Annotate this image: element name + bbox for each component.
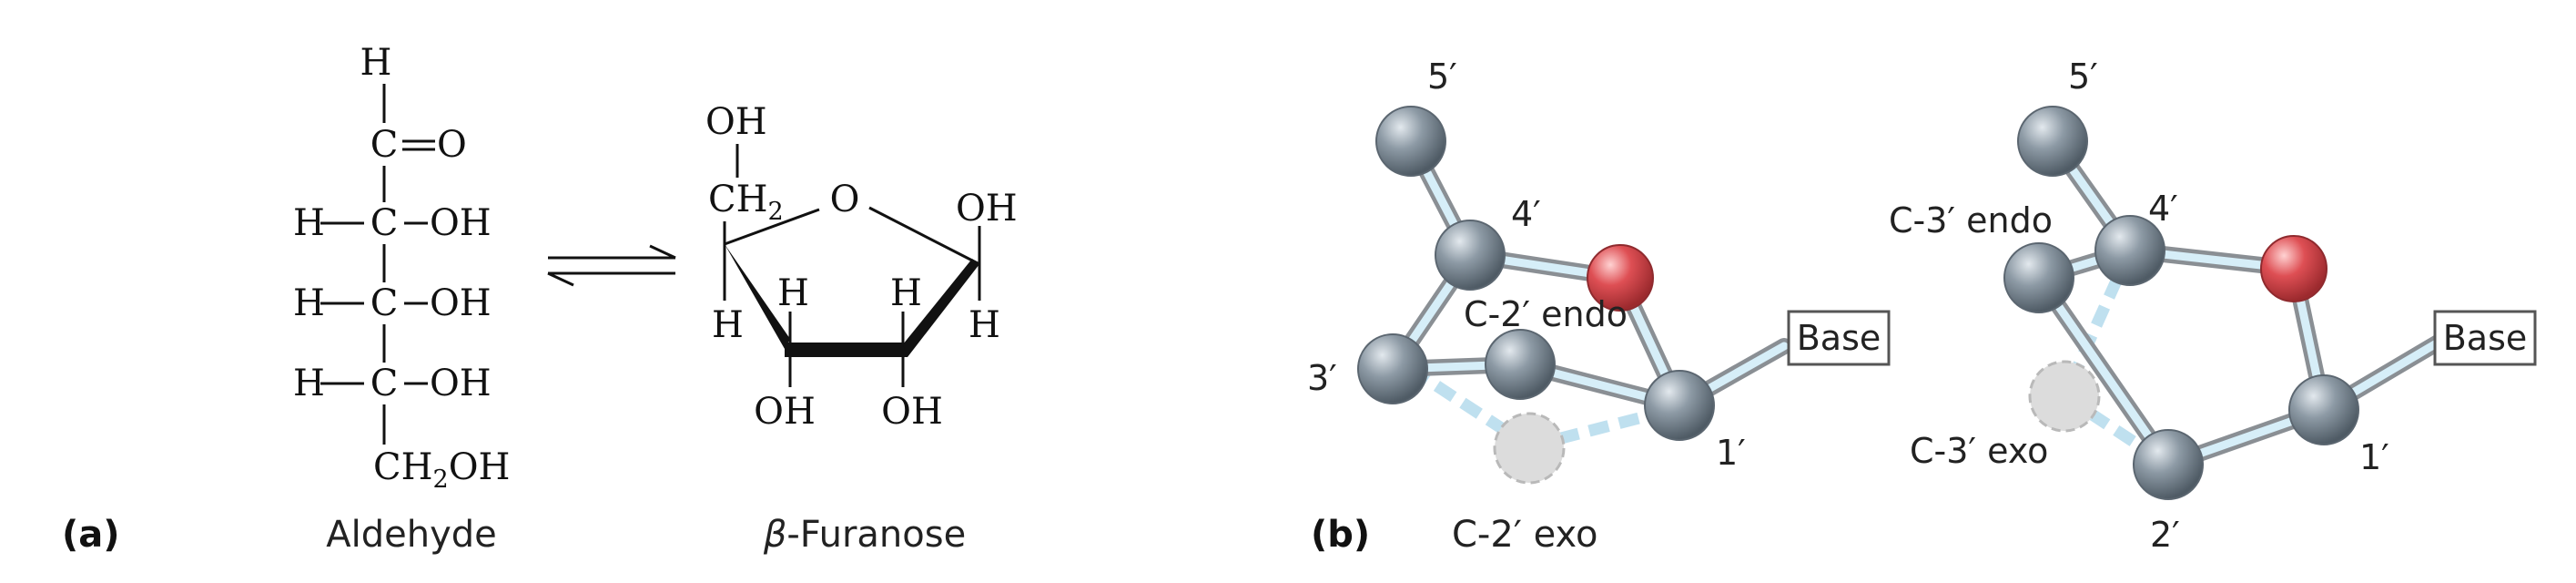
aldehyde-h3: H: [293, 282, 325, 324]
furanose-oh-c3: OH: [754, 391, 816, 433]
label-1prime-b: 1′: [2359, 437, 2389, 477]
aldehyde-structure: H C O H C OH H C OH H C OH CH2OH: [293, 42, 510, 494]
atom-c3-endo: [2003, 242, 2074, 313]
label-3prime: 3′: [1307, 358, 1337, 398]
aldehyde-c4: C: [370, 363, 399, 404]
furanose-h-c3: H: [777, 272, 809, 314]
aldehyde-h4: H: [293, 363, 325, 404]
aldehyde-oh2: OH: [430, 202, 492, 244]
aldehyde-oh3: OH: [430, 282, 492, 324]
furanose-ch2: CH2: [708, 179, 784, 226]
furanose-anomeric-oh: OH: [956, 188, 1018, 230]
atom-o4-b: [2260, 235, 2328, 302]
base-box: [1787, 310, 1891, 366]
label-4prime: 4′: [1511, 194, 1541, 234]
aldehyde-h2: H: [293, 202, 325, 244]
label-5prime-b: 5′: [2068, 56, 2098, 97]
atom-c1: [1644, 370, 1715, 441]
base-box-2: [2433, 310, 2537, 366]
c2-endo-model: Base 5′ 4′ 3′ 1′ C-2′ endo: [1307, 56, 1891, 485]
panel-a-label: (a): [62, 514, 120, 556]
atom-c2-endo: [1485, 329, 1556, 400]
base-label: Base: [1797, 318, 1881, 358]
furanose-caption: β-Furanose: [763, 514, 966, 556]
furanose-top-oh: OH: [705, 101, 767, 143]
bond-c4-o: [724, 208, 820, 246]
wedge-c2-c1: [903, 259, 979, 357]
furanose-structure: OH CH2 O H H OH H OH OH H: [705, 101, 1018, 433]
aldehyde-oh4: OH: [430, 363, 492, 404]
label-c2-endo: C-2′ endo: [1464, 294, 1628, 334]
equilibrium-arrow: [547, 244, 676, 287]
panel-b-label: (b): [1311, 514, 1370, 556]
label-5prime: 5′: [1427, 56, 1457, 97]
aldehyde-c1: C: [370, 124, 399, 166]
aldehyde-c3: C: [370, 282, 399, 324]
c3-endo-model: Base 5′ 4′ C-3′ endo C-3′ exo 2′ 1′: [1889, 56, 2537, 555]
c2-exo-caption: C-2′ exo: [1452, 514, 1597, 556]
aldehyde-caption: Aldehyde: [326, 514, 497, 556]
atom-o4: [1587, 244, 1654, 312]
furanose-h-c2: H: [890, 272, 922, 314]
bond-o-c1: [868, 206, 980, 266]
aldehyde-ch2oh: CH2OH: [373, 446, 510, 494]
wedge-c4-c3: [725, 244, 790, 349]
aldehyde-o: O: [437, 124, 467, 166]
furanose-oh-c2: OH: [881, 391, 943, 433]
base-label-2: Base: [2443, 318, 2528, 358]
atom-c5-b: [2017, 106, 2088, 177]
atom-c4: [1435, 220, 1506, 291]
aldehyde-c2: C: [370, 202, 399, 244]
ghost-atom-c2-exo: [1493, 412, 1566, 485]
atom-c2-b: [2133, 429, 2204, 500]
label-c3-endo: C-3′ endo: [1889, 200, 2053, 240]
furanose-h-c4: H: [712, 304, 744, 346]
wedge-c3-c2: [785, 343, 908, 357]
furanose-h-c1: H: [969, 304, 1000, 346]
atom-c5: [1375, 106, 1446, 177]
atom-c4-b: [2094, 215, 2165, 286]
label-2prime-b: 2′: [2150, 515, 2180, 555]
label-1prime: 1′: [1716, 433, 1746, 473]
aldehyde-top-h: H: [360, 42, 392, 84]
label-c3-exo: C-3′ exo: [1910, 431, 2048, 471]
ghost-atom-c3-exo: [2028, 360, 2101, 433]
label-4prime-b: 4′: [2148, 189, 2178, 229]
atom-c1-b: [2288, 374, 2359, 445]
furanose-ring-o: O: [830, 179, 860, 220]
atom-c3: [1357, 333, 1428, 404]
